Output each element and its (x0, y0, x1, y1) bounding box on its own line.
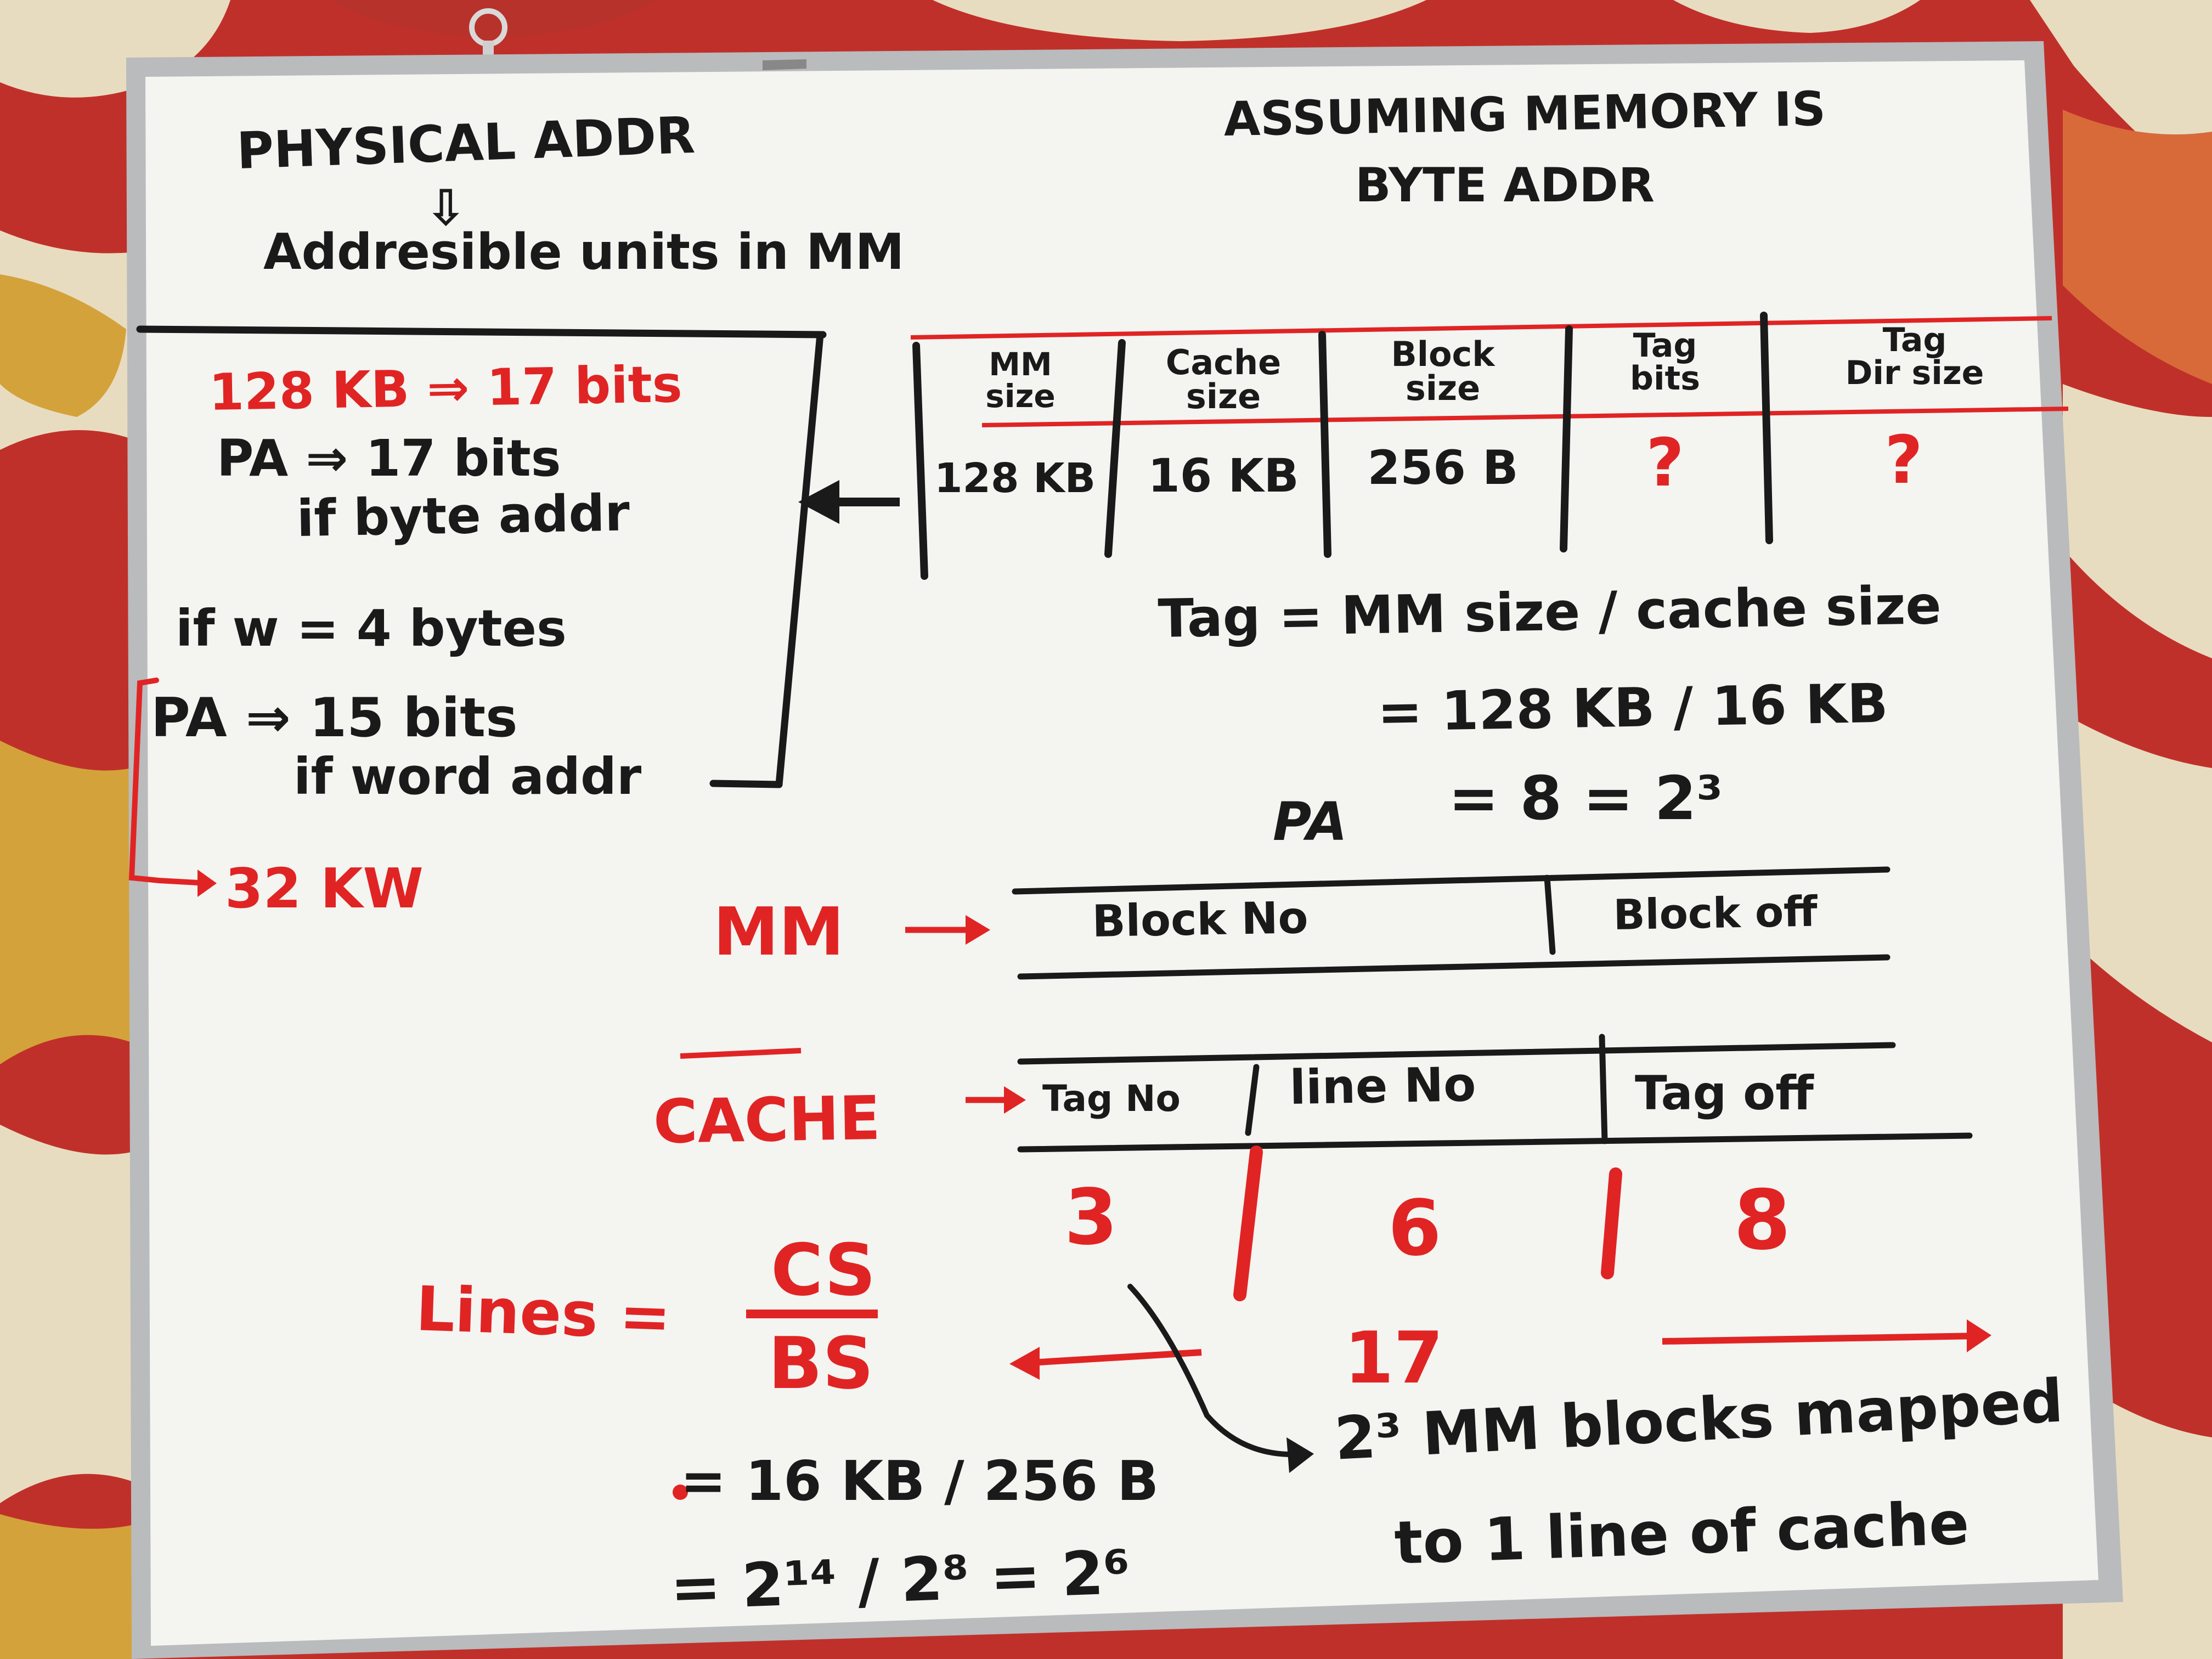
if-word-note: if word addr (294, 747, 642, 806)
mm-layout-lines (1012, 866, 1891, 980)
table-header-block-size: Block size (1391, 334, 1495, 408)
table-header-cache-size: Cache size (1165, 342, 1282, 416)
tag-formula-line1: Tag = MM size / cache size (1157, 574, 1942, 650)
total-arrow-left (1020, 1349, 1202, 1367)
total-arrowhead-right (1967, 1319, 1991, 1352)
table-header-tag-dir-size: Tag Dir size (1845, 321, 1984, 392)
bits-tag-no: 3 (1064, 1173, 1118, 1262)
pa-bits-note: PA ⇒ 17 bits (217, 429, 561, 488)
size-bits-note: 128 KB ⇒ 17 bits (208, 354, 683, 422)
red-bracket-arrowhead (198, 870, 217, 897)
bits-total: 17 (1344, 1316, 1443, 1400)
table-value-tag-dir-size: ? (1884, 422, 1923, 499)
cache-arrowhead (1004, 1086, 1026, 1114)
table-top-line (910, 316, 2052, 340)
left-notes-box (136, 325, 827, 788)
total-arrow-right (1662, 1333, 1981, 1345)
table-value-cache-size: 16 KB (1148, 449, 1299, 503)
lines-label: Lines = (414, 1273, 672, 1354)
down-arrow-icon: ⇩ (425, 179, 467, 237)
assumption-line2: BYTE ADDR (1355, 158, 1655, 213)
if-word-size-note: if w = 4 bytes (176, 599, 567, 658)
table-header-tag-bits: Tag bits (1630, 326, 1700, 398)
cache-layout-label: CACHE (652, 1082, 881, 1157)
lines-denominator: BS (768, 1322, 874, 1405)
addressable-units-subtitle: Addresible units in MM (263, 223, 905, 281)
lines-step1: = 16 KB / 256 B (680, 1449, 1159, 1513)
table-value-mm-size: 128 KB (934, 455, 1096, 502)
cache-field-tag-off: Tag off (1635, 1066, 1814, 1121)
table-header-line (981, 407, 2069, 427)
assumption-line1: ASSUMING MEMORY IS (1223, 81, 1826, 147)
bits-line-no: 6 (1388, 1184, 1442, 1273)
cache-layout-lines (1017, 1034, 1973, 1153)
if-byte-note: if byte addr (296, 483, 630, 548)
arrowhead-to-table (798, 480, 839, 524)
table-column-lines (912, 312, 1773, 580)
pa-word-bits-note: PA ⇒ 15 bits (151, 687, 518, 749)
cache-field-line-no: line No (1289, 1057, 1477, 1115)
tag-formula-pa-label: PA (1273, 791, 1347, 853)
tag-formula-line3: = 8 = 2³ (1448, 763, 1723, 833)
red-dash (680, 1048, 802, 1059)
mm-field-block-no: Block No (1091, 892, 1309, 947)
table-header-mm-size: MM size (985, 346, 1056, 415)
table-value-block-size: 256 B (1367, 441, 1519, 495)
red-bracket (128, 678, 211, 886)
mm-layout-label: MM (713, 894, 844, 970)
lines-step2: = 2¹⁴ / 2⁸ = 2⁶ (669, 1537, 1131, 1623)
total-arrowhead-left (1009, 1347, 1040, 1380)
mapping-arrowhead (1286, 1437, 1314, 1473)
cache-field-tag-no: Tag No (1042, 1077, 1181, 1120)
lines-numerator: CS (771, 1228, 876, 1312)
mm-arrowhead (966, 915, 990, 945)
mapping-curve-arrow (1127, 1284, 1308, 1458)
table-value-tag-bits: ? (1646, 425, 1684, 501)
bit-separators (1233, 1146, 1622, 1301)
tag-formula-line2: = 128 KB / 16 KB (1376, 672, 1889, 744)
word-count-note: 32 KW (225, 856, 424, 921)
red-dot (673, 1485, 688, 1500)
mm-field-block-off: Block off (1612, 887, 1818, 939)
physical-addr-title: PHYSICAL ADDR (235, 105, 696, 180)
bits-tag-off: 8 (1734, 1173, 1791, 1268)
